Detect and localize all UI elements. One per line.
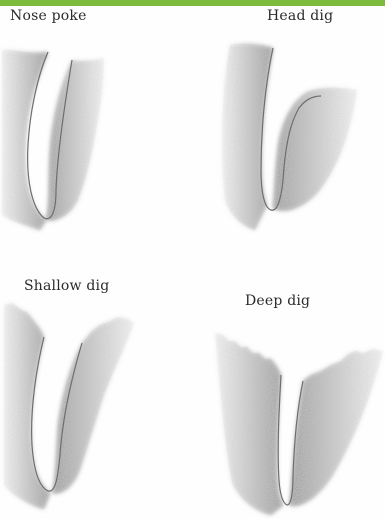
nose-poke-burrow-sketch [0,30,190,250]
panel-shallow-dig [0,295,190,519]
top-accent-bar [0,0,385,6]
label-deep-dig: Deep dig [245,293,310,309]
label-shallow-dig: Shallow dig [24,278,109,294]
panel-deep-dig [195,315,385,519]
panel-head-dig [195,30,385,250]
deep-dig-burrow-sketch [195,315,385,519]
panel-nose-poke [0,30,190,250]
label-head-dig: Head dig [267,8,333,24]
head-dig-burrow-sketch [195,30,385,250]
label-nose-poke: Nose poke [10,8,87,24]
shallow-dig-burrow-sketch [0,295,190,519]
